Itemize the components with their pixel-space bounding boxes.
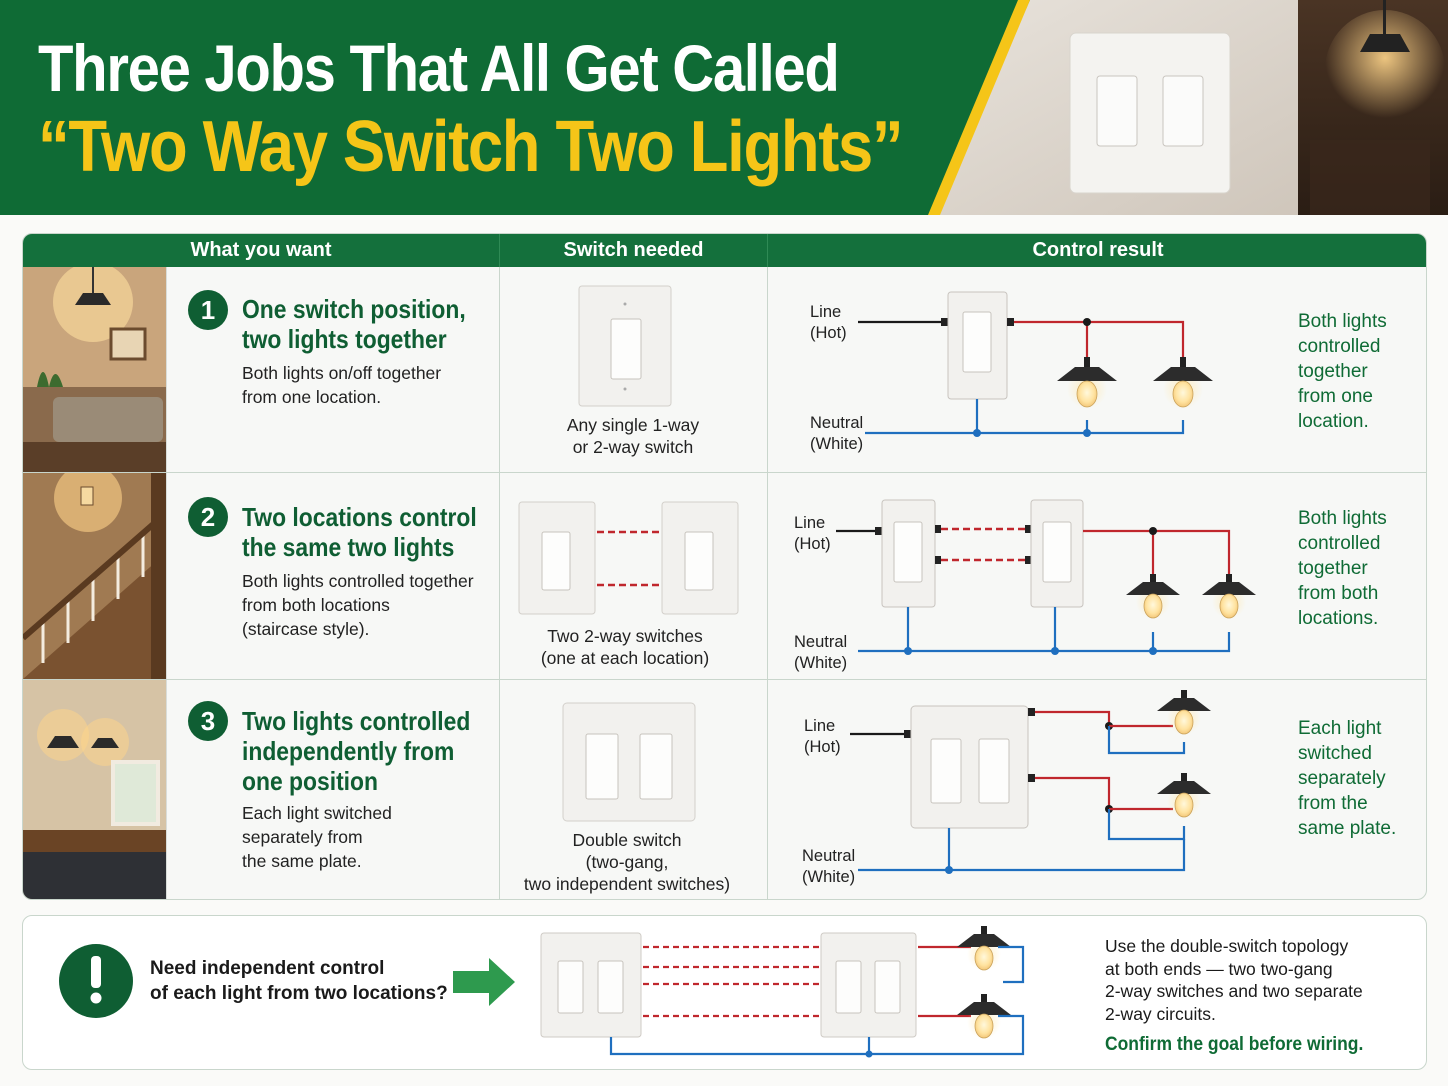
row3-neutral-label: Neutral(White) [802,847,856,886]
header-switch-plate-image [1069,32,1231,194]
living-room-photo [23,267,166,472]
callout-emphasis: Confirm the goal before wiring. [1105,1034,1364,1055]
column-header-what-you-want: What you want [23,234,499,267]
header-background [0,0,1448,215]
column-header-switch-needed: Switch needed [499,234,767,267]
row-divider [23,472,1426,473]
header-banner: Three Jobs That All Get Called “Two Way … [0,0,1448,215]
column-divider [767,267,768,899]
row3-wiring-diagram [850,689,1212,874]
exclamation-icon [59,944,133,1018]
row1-wiring-diagram [858,291,1214,437]
column-divider [499,267,500,899]
row1-line-label: Line(Hot) [810,303,847,342]
row-divider [23,679,1426,680]
page-title-line2: “Two Way Switch Two Lights” [38,107,904,187]
row1-neutral-label: Neutral(White) [810,414,864,453]
comparison-table: What you want Switch needed Control resu… [22,233,1427,900]
wiring-graphics [518,285,1257,874]
arrow-right-icon [453,958,515,1006]
step-number-badge: 2 [188,497,228,537]
row2-line-label: Line(Hot) [794,514,831,553]
row2-neutral-label: Neutral(White) [794,633,848,672]
step-number-badge: 1 [188,290,228,330]
double-switches-two-locations-diagram [540,925,1025,1058]
double-switch-icon [562,702,696,822]
row2-switch-caption: Two 2-way switches(one at each location) [540,626,710,668]
row2-wiring-diagram [836,499,1257,655]
single-switch-icon [578,285,672,407]
kitchen-photo [23,680,166,899]
page-title-line1: Three Jobs That All Get Called [38,31,840,105]
row3-line-label: Line(Hot) [804,717,841,756]
row1-title: One switch position,two lights together [242,294,466,354]
staircase-photo [23,473,166,679]
two-way-switches-icon [518,501,739,615]
callout-graphics [59,925,1025,1058]
column-header-control-result: Control result [767,234,1426,267]
row3-switch-caption: Double switch(two-gang,two independent s… [523,830,731,894]
step-number-badge: 3 [188,701,228,741]
